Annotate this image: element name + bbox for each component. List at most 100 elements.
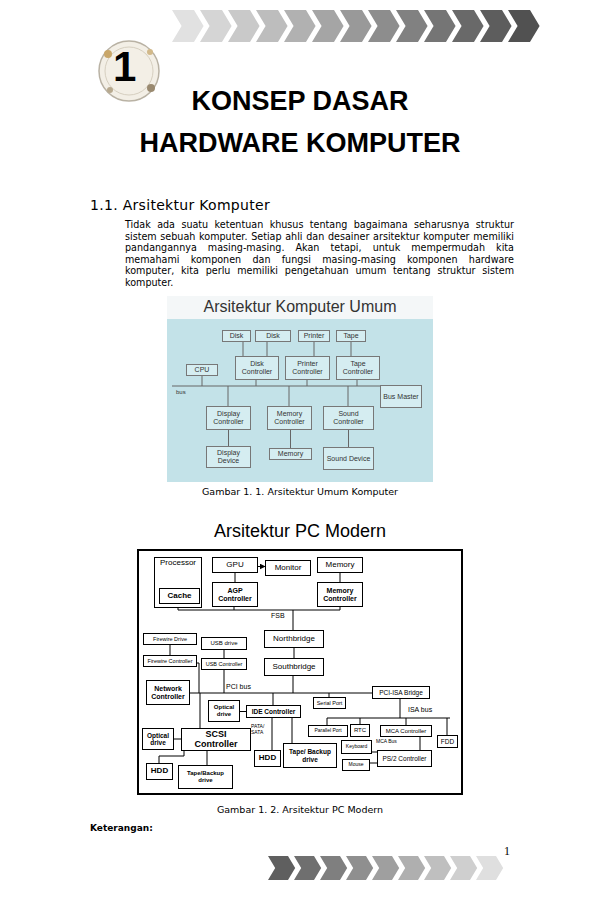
box-label: AGP Controller xyxy=(214,587,256,602)
chevron xyxy=(372,856,399,880)
chapter-number: 1 xyxy=(113,43,136,91)
chevron xyxy=(256,10,288,42)
connector-layer xyxy=(159,342,377,765)
chevron xyxy=(200,10,232,42)
chapter-title: KONSEP DASAR HARDWARE KOMPUTER xyxy=(122,80,478,164)
component-box: Northbridge xyxy=(264,630,324,648)
chevron xyxy=(340,10,372,42)
box-label: MCA Controller xyxy=(386,728,427,735)
component-box: Firewire Controller xyxy=(143,655,197,667)
box-label: Display Controller xyxy=(208,410,249,425)
chevron xyxy=(424,856,451,880)
box-label: Arsitektur Komputer Umum xyxy=(204,298,397,316)
chevron xyxy=(312,10,344,42)
box-label: Southbridge xyxy=(272,663,315,672)
box-label: Tape xyxy=(343,332,358,340)
figure-caption: Gambar 1. 1. Arsitektur Umum Komputer xyxy=(100,487,500,498)
component-box: ProcessorCache xyxy=(154,557,202,608)
chevron xyxy=(452,10,484,42)
box-label: PS/2 Controller xyxy=(382,755,426,762)
component-box: Keyboard xyxy=(341,740,372,754)
box-label: Firewire Drive xyxy=(153,636,187,642)
connector xyxy=(258,566,265,567)
component-box: USB drive xyxy=(201,637,247,650)
component-box: Southbridge xyxy=(264,658,324,676)
connector xyxy=(159,751,184,763)
box-label: Tape/ Backup drive xyxy=(285,748,335,762)
chevron xyxy=(508,10,540,42)
chevron xyxy=(396,10,428,42)
component-box: Tape/Backup drive xyxy=(178,765,233,789)
component-box: Tape xyxy=(336,330,366,342)
connector xyxy=(351,342,352,356)
chevron xyxy=(172,10,204,42)
box-label: Keyboard xyxy=(346,744,367,750)
chevron xyxy=(228,10,260,42)
box-label: Optical drive xyxy=(210,704,238,717)
connector xyxy=(272,718,273,750)
component-box: RTC xyxy=(350,724,370,737)
chevron xyxy=(476,856,503,880)
component-box: HDD xyxy=(146,763,173,780)
connector xyxy=(235,573,236,582)
box-label: Bus Master xyxy=(383,393,418,401)
box-label: Arsitektur PC Modern xyxy=(214,522,386,542)
box-label: Monitor xyxy=(275,564,302,573)
box-label: HDD xyxy=(259,754,276,763)
connector xyxy=(207,751,208,765)
box-label: Memory Controller xyxy=(269,410,310,425)
component-box: IDE Controller xyxy=(246,705,301,718)
connector xyxy=(174,739,181,740)
box-label: Tape/Backup drive xyxy=(180,770,231,783)
component-box: Tape/ Backup drive xyxy=(283,743,337,768)
component-box: USB Controller xyxy=(201,658,247,670)
box-label: Cache xyxy=(167,592,191,601)
connector xyxy=(294,648,295,658)
bus-label: MCA Bus xyxy=(376,739,397,745)
figure-panel xyxy=(167,296,433,482)
component-box: Display Device xyxy=(206,446,251,468)
connector xyxy=(370,763,377,764)
box-label: USB Controller xyxy=(206,661,243,667)
box-label: Parallel Port xyxy=(314,728,341,734)
component-box: GPU xyxy=(212,557,258,573)
component-box: Tape Controller xyxy=(336,356,380,380)
component-box: HDD xyxy=(254,750,281,767)
component-box: Disk xyxy=(222,330,251,342)
body-paragraph: Tidak ada suatu ketentuan khusus tentang… xyxy=(125,219,514,289)
bus-label: FSB xyxy=(271,612,285,620)
box-label: USB drive xyxy=(210,640,237,647)
component-box: Disk Controller xyxy=(235,356,279,380)
component-box: Optical drive xyxy=(208,700,240,722)
bus-wires xyxy=(178,607,450,750)
section-heading: 1.1. Arsitektur Komputer xyxy=(90,197,270,213)
component-box: PCI-ISA Bridge xyxy=(372,686,430,699)
box-label: Network Controller xyxy=(148,685,188,700)
bus-label: bus xyxy=(176,389,186,396)
connector xyxy=(224,650,225,658)
box-label: Disk xyxy=(230,332,244,340)
chevron xyxy=(450,856,477,880)
box-label: Sound Controller xyxy=(325,410,372,425)
box-label: Sound Device xyxy=(327,455,371,463)
box-label: Disk Controller xyxy=(237,360,277,375)
component-box: Display Controller xyxy=(206,406,251,430)
box-label: Northbridge xyxy=(273,635,315,644)
box-label: Memory xyxy=(278,450,303,458)
box-label: CPU xyxy=(195,366,210,374)
component-box: Printer xyxy=(298,330,330,342)
connector xyxy=(292,718,293,743)
bus-wires xyxy=(172,376,380,406)
connector xyxy=(170,645,171,655)
box-label: HDD xyxy=(151,767,168,776)
chevron xyxy=(424,10,456,42)
box-label: SCSI Controller xyxy=(183,730,249,750)
figure-panel xyxy=(137,519,463,795)
connector xyxy=(314,342,315,356)
box-label: GPU xyxy=(226,561,243,570)
box-label: Optical drive xyxy=(144,732,172,746)
component-box: Mouse xyxy=(342,759,370,771)
bus-label: ISA bus xyxy=(408,706,432,714)
chapter-badge xyxy=(99,41,159,101)
component-box: Optical drive xyxy=(142,728,174,750)
